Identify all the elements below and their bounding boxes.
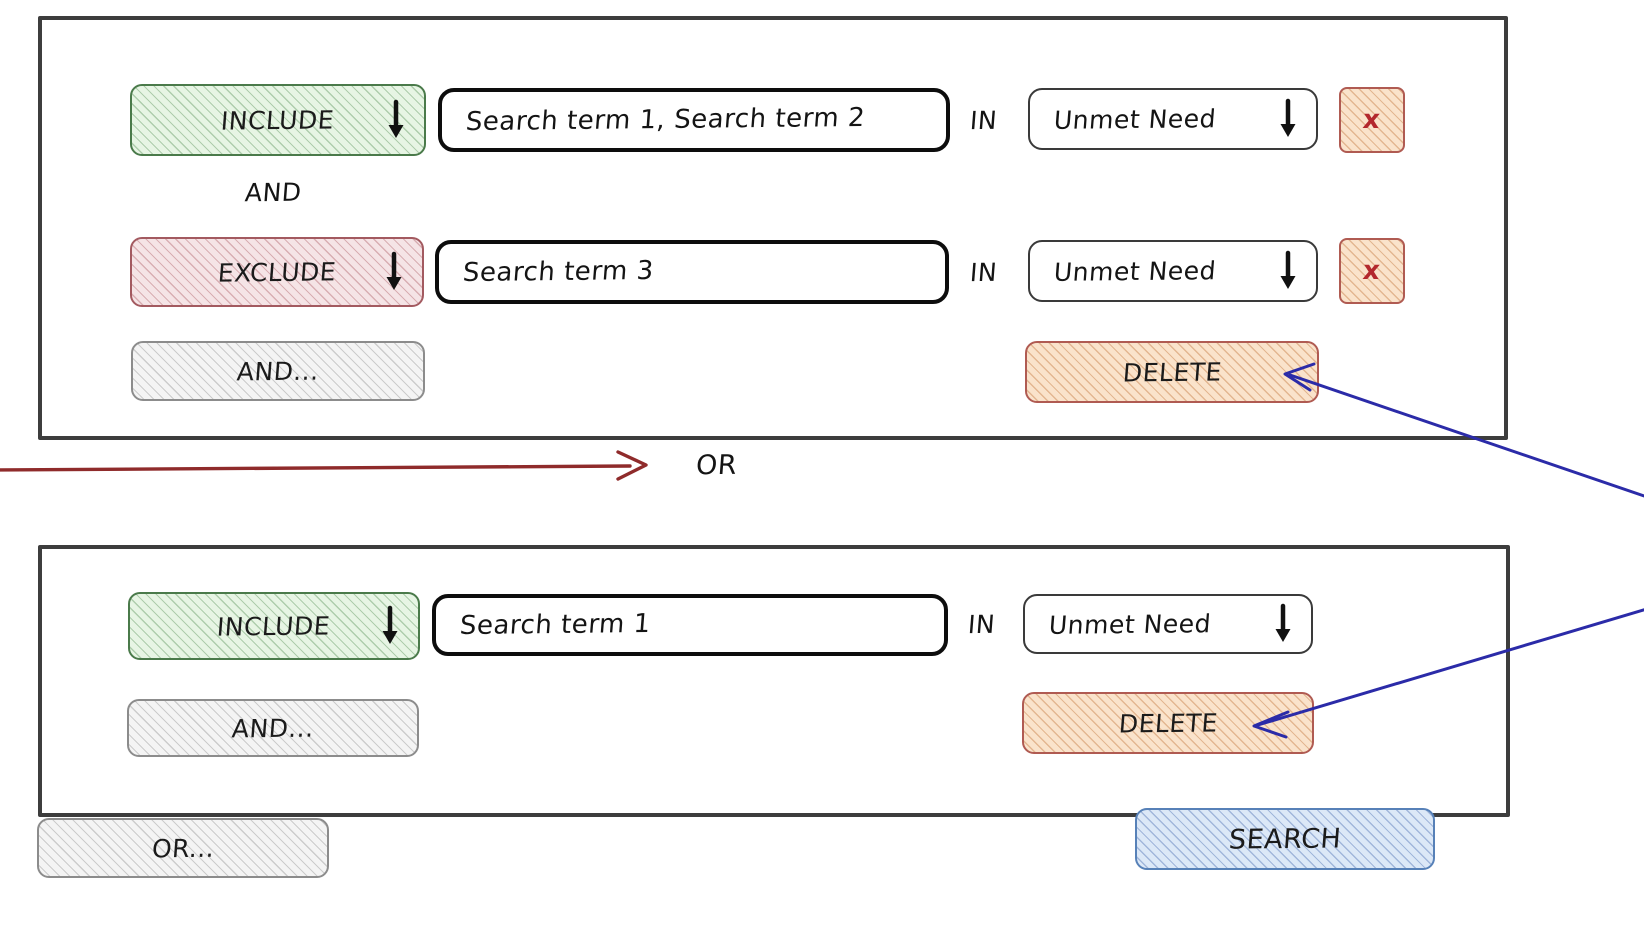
search-button[interactable]: SEARCH	[1135, 808, 1435, 870]
operator-label: INCLUDE	[220, 104, 336, 136]
in-connector-label-3: IN	[966, 609, 997, 640]
close-icon: x	[1361, 256, 1383, 286]
search-term-value: Search term 1, Search term 2	[464, 102, 867, 138]
delete-group-label: DELETE	[1121, 356, 1223, 388]
search-term-input-2[interactable]: Search term 3	[435, 240, 949, 304]
chevron-down-icon	[382, 605, 398, 644]
query-group-panel-1	[38, 16, 1508, 440]
add-condition-button-2[interactable]: AND...	[127, 699, 419, 757]
operator-dropdown-include-2[interactable]: INCLUDE	[128, 592, 420, 660]
chevron-down-icon	[386, 251, 402, 290]
group-separator-label: OR	[694, 449, 739, 482]
operator-label: EXCLUDE	[216, 256, 338, 288]
delete-group-label: DELETE	[1117, 707, 1219, 739]
search-term-value: Search term 1	[458, 609, 652, 641]
chevron-down-icon	[1275, 603, 1291, 642]
search-label: SEARCH	[1227, 822, 1343, 856]
field-value: Unmet Need	[1052, 103, 1218, 135]
field-value: Unmet Need	[1052, 255, 1218, 287]
delete-group-button-2[interactable]: DELETE	[1022, 692, 1314, 754]
field-select-3[interactable]: Unmet Need	[1023, 594, 1313, 654]
add-condition-button-1[interactable]: AND...	[131, 341, 425, 401]
field-select-1[interactable]: Unmet Need	[1028, 88, 1318, 150]
remove-row-button-2[interactable]: x	[1339, 238, 1405, 304]
chevron-down-icon	[1280, 98, 1296, 137]
operator-label: INCLUDE	[216, 610, 332, 642]
search-term-input-1[interactable]: Search term 1, Search term 2	[438, 88, 950, 152]
operator-dropdown-exclude-1[interactable]: EXCLUDE	[130, 237, 424, 307]
operator-dropdown-include-1[interactable]: INCLUDE	[130, 84, 426, 156]
delete-group-button-1[interactable]: DELETE	[1025, 341, 1319, 403]
remove-row-button-1[interactable]: x	[1339, 87, 1405, 153]
chevron-down-icon	[388, 99, 404, 138]
row-join-label-and: AND	[243, 177, 303, 208]
in-connector-label-2: IN	[968, 257, 999, 288]
add-group-label: OR...	[150, 833, 216, 863]
query-group-panel-2	[38, 545, 1510, 817]
close-icon: x	[1361, 105, 1383, 135]
field-select-2[interactable]: Unmet Need	[1028, 240, 1318, 302]
chevron-down-icon	[1280, 250, 1296, 289]
add-condition-label: AND...	[230, 713, 316, 743]
search-term-value: Search term 3	[461, 256, 655, 288]
field-value: Unmet Need	[1047, 608, 1213, 640]
in-connector-label-1: IN	[968, 105, 999, 136]
add-condition-label: AND...	[235, 356, 321, 386]
add-group-button[interactable]: OR...	[37, 818, 329, 878]
search-term-input-3[interactable]: Search term 1	[432, 594, 948, 656]
red-annotation-arrow	[0, 450, 648, 481]
